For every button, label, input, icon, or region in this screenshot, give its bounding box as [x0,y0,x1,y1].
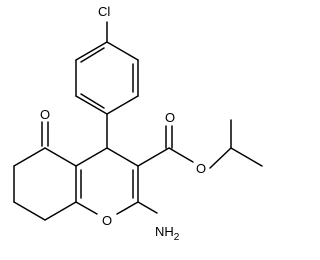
bond-carbonyl-ester-o [168,147,194,163]
amino-subscript: 2 [174,232,180,243]
bond [44,147,77,167]
bond [116,201,139,215]
bond-c-n [137,201,158,214]
double-bond-inner [80,47,105,63]
bond [106,41,139,61]
carbonyl-oxygen-label: O [165,110,175,125]
bond [75,41,108,61]
bond-c3-carbonyl [137,147,170,167]
molecule-svg: Cl O O NH2 O O [13,4,263,243]
chlorine-label: Cl [98,4,110,19]
ring-oxygen-label: O [102,213,112,228]
bond-ch-methyl [230,147,263,167]
bond [13,147,46,167]
bond-o-ch [209,147,232,169]
bond [106,95,139,115]
bond [106,147,139,167]
double-bond-inner [80,93,105,109]
bond [75,147,108,167]
bond [13,201,46,221]
pyran-ring [75,147,139,215]
bond [75,201,98,215]
amino-nh: NH [155,224,174,239]
bond [44,201,77,221]
ester-oxygen-label: O [196,161,206,176]
bond [75,95,108,115]
amino-label: NH2 [155,224,180,243]
structure-diagram: Cl O O NH2 O O [13,4,263,243]
ketone-oxygen-label: O [40,107,50,122]
chlorophenyl-ring [75,41,139,115]
cyclohexanone-ring [13,147,77,221]
